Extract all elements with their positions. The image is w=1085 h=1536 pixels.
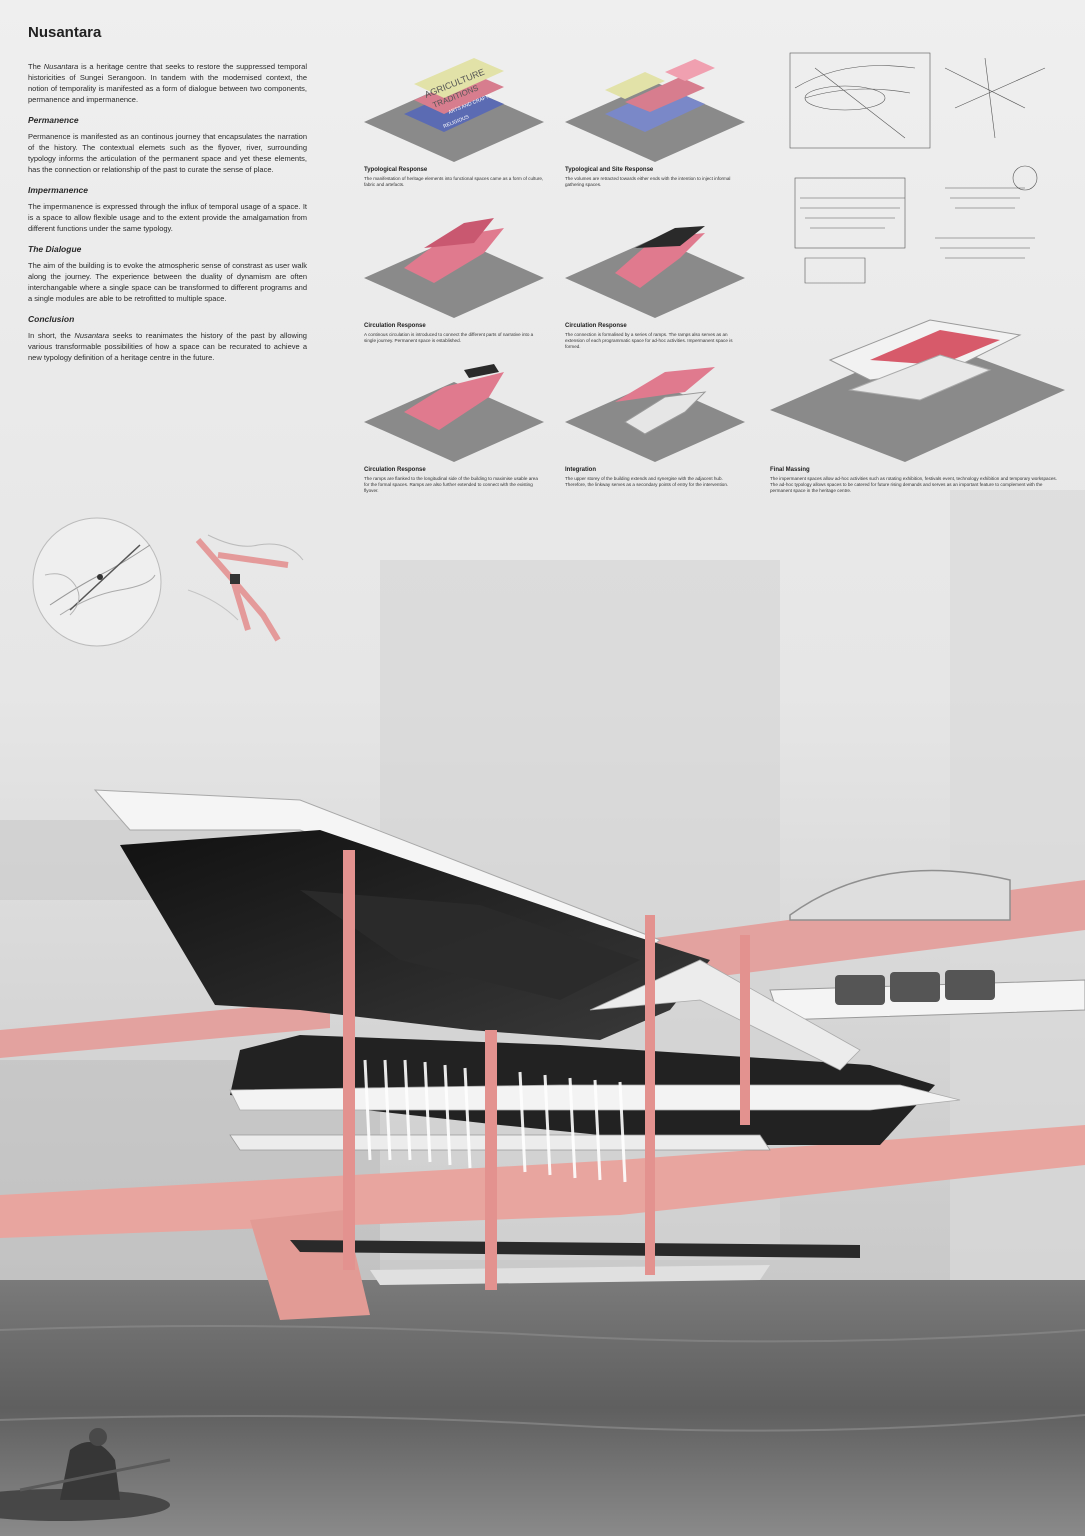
- flyover-main: [0, 1125, 1085, 1238]
- diagram-panel: Typological and Site Response The volume…: [565, 42, 745, 188]
- diagram-panel: Circulation Response The ramps are flank…: [364, 342, 544, 494]
- axonometric-diagram: [565, 367, 745, 462]
- site-context-map: [32, 517, 162, 647]
- page-title: Nusantara: [28, 24, 102, 41]
- axonometric-diagram: AGRICULTURE TRADITIONS ARTS AND CRAFTS R…: [364, 58, 544, 162]
- diagram-panel: Integration The upper storey of the buil…: [565, 342, 745, 488]
- panel-caption: The volumes are retracted towards either…: [565, 176, 731, 187]
- impermanence-paragraph: The impermanence is expressed through th…: [28, 202, 307, 233]
- axonometric-diagram: [364, 364, 544, 462]
- panel-caption: The impermanent spaces allow ad-hoc acti…: [770, 476, 1058, 493]
- panel-caption: The connection is formalised by a series…: [565, 332, 733, 349]
- diagram-panel: Circulation Response A continous circula…: [364, 198, 544, 344]
- adjacent-hub-roof: [789, 869, 1011, 921]
- dialogue-paragraph: The aim of the building is to evoke the …: [28, 261, 307, 303]
- final-massing-diagram: [770, 319, 1065, 462]
- panel-title: Circulation Response: [364, 323, 426, 329]
- panel-caption: The manifestation of heritage elements i…: [364, 176, 544, 187]
- panel-title: Circulation Response: [364, 467, 426, 473]
- river-water: [0, 1280, 1085, 1536]
- concept-sketches: [789, 52, 1046, 284]
- panel-caption: The ramps are flanked to the longitudina…: [364, 476, 538, 493]
- panel-title: Final Massing: [770, 467, 810, 473]
- panel-caption: A continous circulation is introduced to…: [364, 332, 534, 343]
- permanence-paragraph: Permanence is manifested as an continous…: [28, 132, 307, 174]
- conclusion-paragraph: In short, the Nusantara seeks to reanima…: [28, 331, 307, 362]
- kayaker-figure: [0, 1428, 171, 1521]
- structural-columns: [343, 850, 750, 1290]
- heading-conclusion: Conclusion: [28, 314, 75, 324]
- panel-title: Integration: [565, 467, 596, 473]
- diagram-panel-final: Final Massing The impermanent spaces all…: [770, 300, 1065, 494]
- diagram-panel: AGRICULTURE TRADITIONS ARTS AND CRAFTS R…: [364, 42, 544, 188]
- panel-title: Typological Response: [364, 167, 428, 173]
- flyover-ramp: [0, 1000, 330, 1058]
- heading-permanence: Permanence: [28, 115, 79, 125]
- axonometric-diagram: [565, 59, 745, 162]
- intro-paragraph: The Nusantara is a heritage centre that …: [28, 62, 307, 104]
- site-circulation-map: [187, 534, 304, 642]
- ramp-louvers: [363, 1059, 627, 1183]
- panel-caption: The upper storey of the building extends…: [565, 476, 729, 487]
- panel-title: Circulation Response: [565, 323, 627, 329]
- description-column: Nusantara The Nusantara is a heritage ce…: [28, 24, 307, 373]
- heading-dialogue: The Dialogue: [28, 244, 82, 254]
- axonometric-diagram: [364, 218, 544, 318]
- flyover-pier: [250, 1210, 370, 1320]
- axonometric-diagram: [565, 226, 745, 318]
- diagram-panel: Circulation Response The connection is f…: [565, 198, 745, 350]
- heading-impermanence: Impermanence: [28, 185, 88, 195]
- panel-title: Typological and Site Response: [565, 167, 654, 173]
